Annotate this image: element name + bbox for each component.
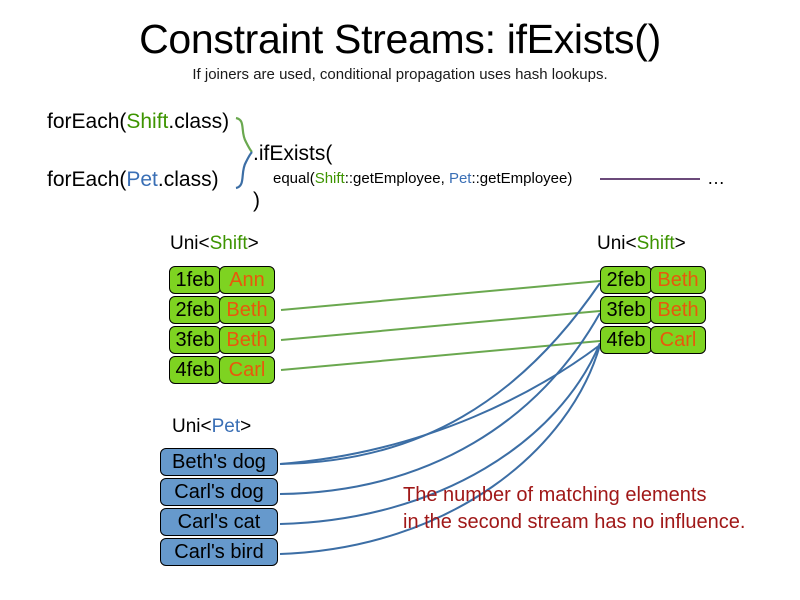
code-foreach-pet: forEach(Pet.class)	[47, 168, 219, 192]
list-item: Beth's dog	[160, 448, 278, 476]
table-row: 3feb Beth	[169, 326, 275, 354]
stream-label-pet: Uni<Pet>	[172, 416, 251, 438]
equal-left-method: ::getEmployee,	[344, 170, 449, 187]
foreach-pet-type: Pet	[126, 168, 158, 191]
wire-shift-3feb	[280, 310, 601, 341]
shift-name-cell: Beth	[650, 296, 706, 324]
wire-shift-4feb	[280, 340, 601, 371]
note-line-2: in the second stream has no influence.	[403, 511, 746, 533]
wire-pet-carls-dog	[279, 312, 601, 495]
brace-upper-arm	[235, 116, 253, 153]
list-item: Carl's bird	[160, 538, 278, 566]
brace-lower-arm	[235, 151, 253, 190]
wire-pet-beths-dog	[279, 282, 601, 465]
shift-name-cell: Beth	[219, 326, 275, 354]
label-suffix: >	[247, 233, 259, 254]
shift-date-cell: 3feb	[600, 296, 652, 324]
table-row: 3feb Beth	[600, 296, 706, 324]
shift-name-cell: Beth	[219, 296, 275, 324]
equal-right-type: Pet	[448, 170, 472, 187]
foreach-shift-type: Shift	[126, 110, 169, 133]
annotation-note: The number of matching elements in the s…	[403, 482, 745, 536]
code-foreach-shift: forEach(Shift.class)	[47, 110, 229, 134]
label-suffix: >	[674, 233, 686, 254]
pet-cell: Carl's bird	[160, 538, 278, 566]
stream-shift-left: 1feb Ann 2feb Beth 3feb Beth 4feb Carl	[169, 266, 275, 386]
stream-label-shift-right: Uni<Shift>	[597, 233, 686, 255]
equal-left-type: Shift	[314, 170, 345, 187]
foreach-pet-prefix: forEach(	[47, 168, 127, 191]
pet-cell: Carl's dog	[160, 478, 278, 506]
shift-date-cell: 3feb	[169, 326, 221, 354]
shift-date-cell: 2feb	[169, 296, 221, 324]
equal-right-method: ::getEmployee)	[471, 170, 573, 187]
note-line-1: The number of matching elements	[403, 484, 707, 506]
label-type: Shift	[636, 233, 675, 254]
stream-pet: Beth's dog Carl's dog Carl's cat Carl's …	[160, 448, 278, 568]
code-equal-joiner: equal(Shift::getEmployee, Pet::getEmploy…	[273, 170, 572, 187]
shift-name-cell: Beth	[650, 266, 706, 294]
wire-shift-2feb	[280, 280, 601, 311]
shift-date-cell: 4feb	[600, 326, 652, 354]
shift-name-cell: Carl	[219, 356, 275, 384]
label-prefix: Uni<	[172, 416, 212, 437]
label-suffix: >	[240, 416, 252, 437]
equal-prefix: equal(	[273, 170, 315, 187]
stream-label-shift-left: Uni<Shift>	[170, 233, 259, 255]
pet-cell: Beth's dog	[160, 448, 278, 476]
label-type: Pet	[211, 416, 241, 437]
stream-shift-right: 2feb Beth 3feb Beth 4feb Carl	[600, 266, 706, 356]
shift-name-cell: Ann	[219, 266, 275, 294]
code-ellipsis: …	[707, 168, 725, 188]
foreach-shift-suffix: .class)	[168, 110, 230, 133]
label-prefix: Uni<	[170, 233, 210, 254]
list-item: Carl's dog	[160, 478, 278, 506]
foreach-pet-suffix: .class)	[157, 168, 219, 191]
wire-pet-beths-dog-alt	[279, 344, 601, 465]
shift-date-cell: 4feb	[169, 356, 221, 384]
table-row: 2feb Beth	[600, 266, 706, 294]
shift-date-cell: 2feb	[600, 266, 652, 294]
code-closing-paren: )	[253, 189, 260, 212]
table-row: 4feb Carl	[169, 356, 275, 384]
table-row: 1feb Ann	[169, 266, 275, 294]
page-subtitle: If joiners are used, conditional propaga…	[192, 66, 608, 83]
label-type: Shift	[209, 233, 248, 254]
page-title: Constraint Streams: ifExists()	[139, 16, 661, 62]
shift-date-cell: 1feb	[169, 266, 221, 294]
label-prefix: Uni<	[597, 233, 637, 254]
foreach-shift-prefix: forEach(	[47, 110, 127, 133]
list-item: Carl's cat	[160, 508, 278, 536]
table-row: 4feb Carl	[600, 326, 706, 354]
shift-name-cell: Carl	[650, 326, 706, 354]
pet-cell: Carl's cat	[160, 508, 278, 536]
table-row: 2feb Beth	[169, 296, 275, 324]
code-ifexists: .ifExists(	[253, 142, 333, 165]
